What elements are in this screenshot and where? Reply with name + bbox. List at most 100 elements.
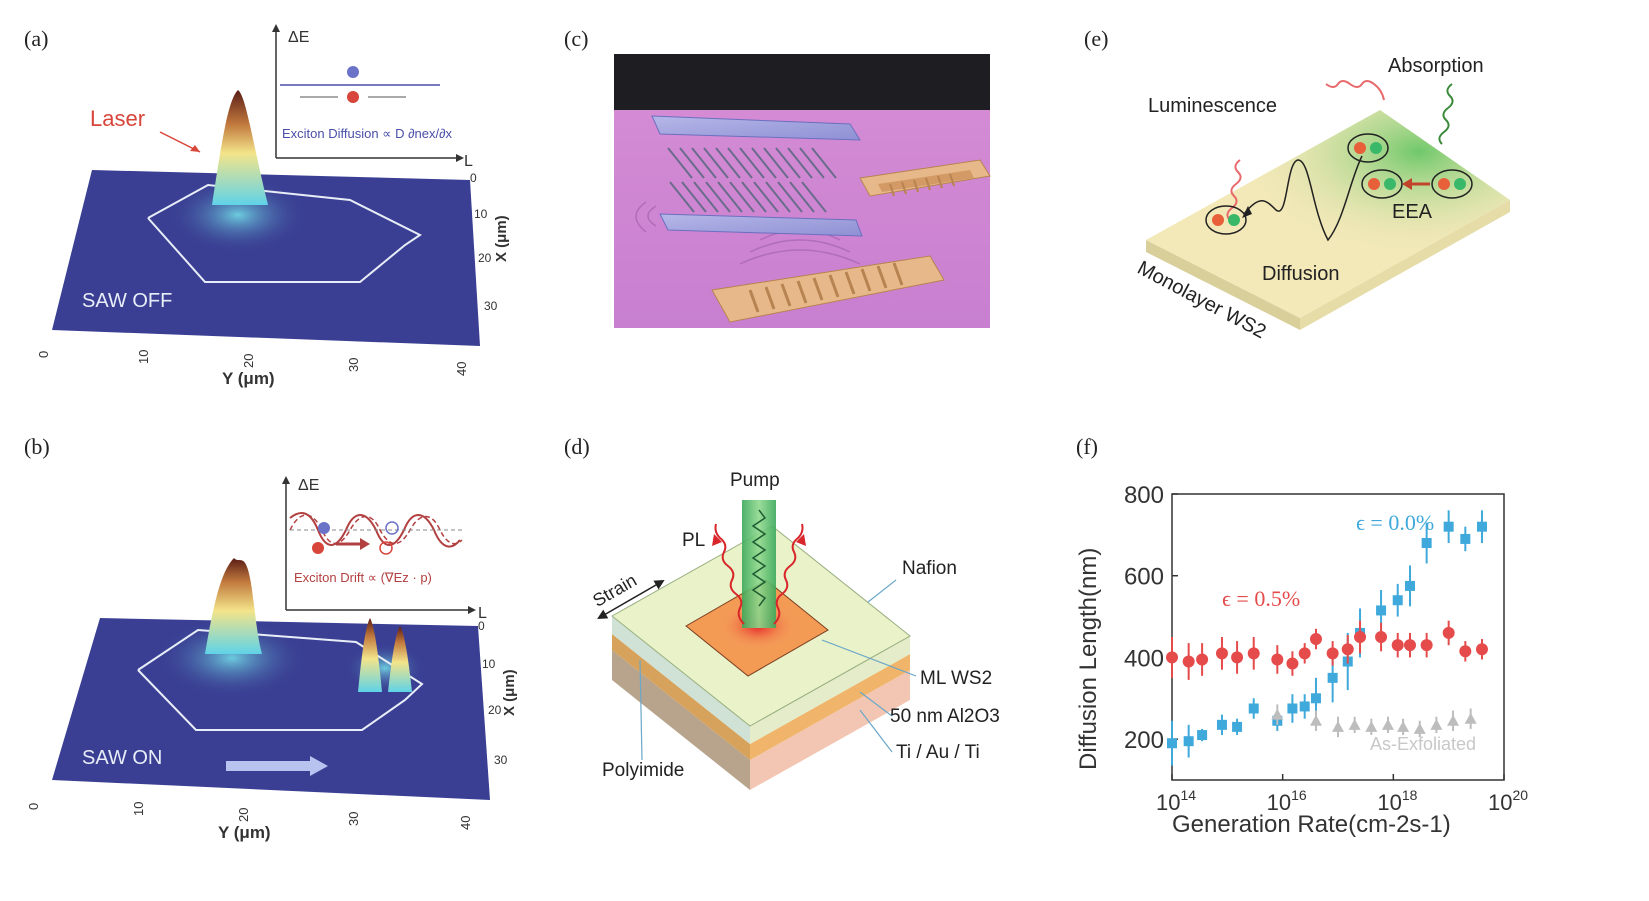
- exciton-pair: [1347, 133, 1389, 163]
- luminescence-wave-1: [1325, 80, 1385, 101]
- pl-wave-right: [773, 523, 804, 625]
- exciton-pair: [1361, 169, 1403, 199]
- xtick: 20: [236, 808, 251, 822]
- ytick: 0: [470, 171, 477, 185]
- xtick: 20: [241, 354, 256, 368]
- data-point-strain-05: [1341, 643, 1354, 656]
- data-point-strain-05: [1298, 647, 1311, 660]
- data-point-strain-05: [1286, 657, 1299, 670]
- pl-label: PL: [682, 530, 705, 551]
- data-point-strain-05: [1247, 647, 1260, 660]
- diffusion-path: [1243, 155, 1363, 242]
- data-point-strain-0: [1327, 672, 1338, 683]
- y-axis-label: X (μm): [501, 669, 518, 716]
- data-point-strain-0: [1183, 736, 1194, 747]
- idt-electrode-small: [859, 159, 991, 197]
- inset-de-label: ΔE: [288, 29, 309, 46]
- panel-a-label: (a): [24, 26, 49, 51]
- hole-icon: [347, 91, 359, 103]
- pump-beam: [742, 500, 776, 628]
- data-point-as-exfoliated: [1413, 722, 1426, 734]
- data-point-strain-0: [1376, 605, 1387, 616]
- pump-label: Pump: [730, 470, 780, 491]
- data-point-strain-05: [1375, 631, 1388, 643]
- panel-e: (e) Absorption Luminescence: [1080, 0, 1540, 380]
- legend-strain-05: ϵ = 0.5%: [1222, 586, 1300, 611]
- data-point-strain-05: [1231, 651, 1244, 664]
- data-point-strain-0: [1287, 703, 1298, 714]
- data-point-strain-05: [1166, 651, 1178, 664]
- oxide-side-left: [612, 616, 750, 744]
- inset-y-arrowhead: [272, 24, 280, 32]
- data-point-as-exfoliated: [1397, 720, 1410, 732]
- luminescence-wave-2: [1226, 159, 1242, 221]
- xtick: 40: [454, 362, 469, 376]
- data-point-strain-05: [1354, 631, 1367, 643]
- data-point-strain-05: [1326, 647, 1339, 660]
- data-point-strain-05: [1215, 647, 1228, 660]
- exciton-glow: [157, 618, 307, 698]
- data-point-strain-0: [1248, 703, 1259, 714]
- x-ticks: 0 10 20 30 40: [26, 802, 473, 830]
- data-point-as-exfoliated: [1464, 712, 1477, 724]
- y-axis-label: Diffusion Length(nm): [1075, 548, 1102, 770]
- xtick: 0: [26, 803, 41, 810]
- drift-peak-2: [388, 626, 412, 692]
- xtick: 10: [131, 802, 146, 816]
- data-point-strain-0: [1476, 521, 1487, 532]
- data-point-strain-05: [1459, 645, 1472, 658]
- inset-l-label: L: [464, 153, 473, 170]
- metal-side-right: [750, 654, 910, 760]
- data-point-strain-05: [1196, 653, 1209, 666]
- drift-arrowhead: [360, 538, 370, 550]
- exciton-glow: [168, 177, 308, 253]
- diffusion-label: Diffusion: [1262, 263, 1339, 285]
- xtick: 40: [458, 816, 473, 830]
- data-point-as-exfoliated: [1348, 718, 1361, 730]
- x-tick-label: 1014: [1156, 787, 1196, 815]
- data-point-strain-05: [1309, 633, 1322, 646]
- luminescence-label: Luminescence: [1148, 95, 1277, 117]
- nanowire-array-bottom: [669, 181, 827, 213]
- pl-wave-left: [714, 523, 745, 625]
- panel-a: (a) Laser SAW OFF: [0, 0, 520, 400]
- data-point-as-exfoliated: [1430, 718, 1443, 730]
- data-point-strain-0: [1392, 595, 1403, 606]
- laser-peak: [212, 90, 268, 205]
- nafion-label: Nafion: [902, 558, 957, 579]
- polyimide-side-left: [612, 650, 750, 790]
- hole-icon: [379, 541, 393, 555]
- x-axis-label: Y (μm): [222, 369, 275, 388]
- diffusion-arrowhead: [1242, 206, 1252, 218]
- data-point-strain-0: [1404, 580, 1415, 591]
- data-point-strain-05: [1271, 653, 1284, 666]
- legend-as-exfoliated: As-Exfoliated: [1370, 734, 1476, 754]
- top-layer: [651, 115, 861, 141]
- saw-ripples: [635, 201, 861, 265]
- electron-icon: [318, 522, 330, 534]
- data-point-as-exfoliated: [1332, 720, 1344, 732]
- data-point-as-exfoliated: [1381, 718, 1394, 730]
- callout-lines: [639, 579, 917, 761]
- xtick: 30: [346, 812, 361, 826]
- surface-plane: [52, 170, 480, 346]
- inset-formula: Exciton Drift ∝ (∇Ez · p): [294, 570, 432, 585]
- nanowire-array-top: [667, 147, 837, 179]
- panel-e-label: (e): [1084, 26, 1109, 51]
- exciton-pair: [1431, 169, 1473, 199]
- pl-arrowhead-right: [796, 534, 806, 546]
- ml-ws2-label: ML WS2: [920, 668, 992, 689]
- panel-b-label: (b): [24, 434, 50, 459]
- data-marks: [1166, 510, 1488, 766]
- data-point-strain-05: [1420, 639, 1433, 652]
- data-point-as-exfoliated: [1365, 720, 1378, 732]
- x-tick-label: 1020: [1488, 787, 1528, 815]
- x-axis-label: Generation Rate(cm-2s-1): [1172, 811, 1451, 838]
- absorption-glow: [1146, 110, 1510, 318]
- panel-d: (d) Pump: [560, 430, 1040, 850]
- panel-c-label: (c): [564, 26, 589, 51]
- oxide-side-right: [750, 636, 910, 744]
- bottom-layer: [659, 213, 863, 237]
